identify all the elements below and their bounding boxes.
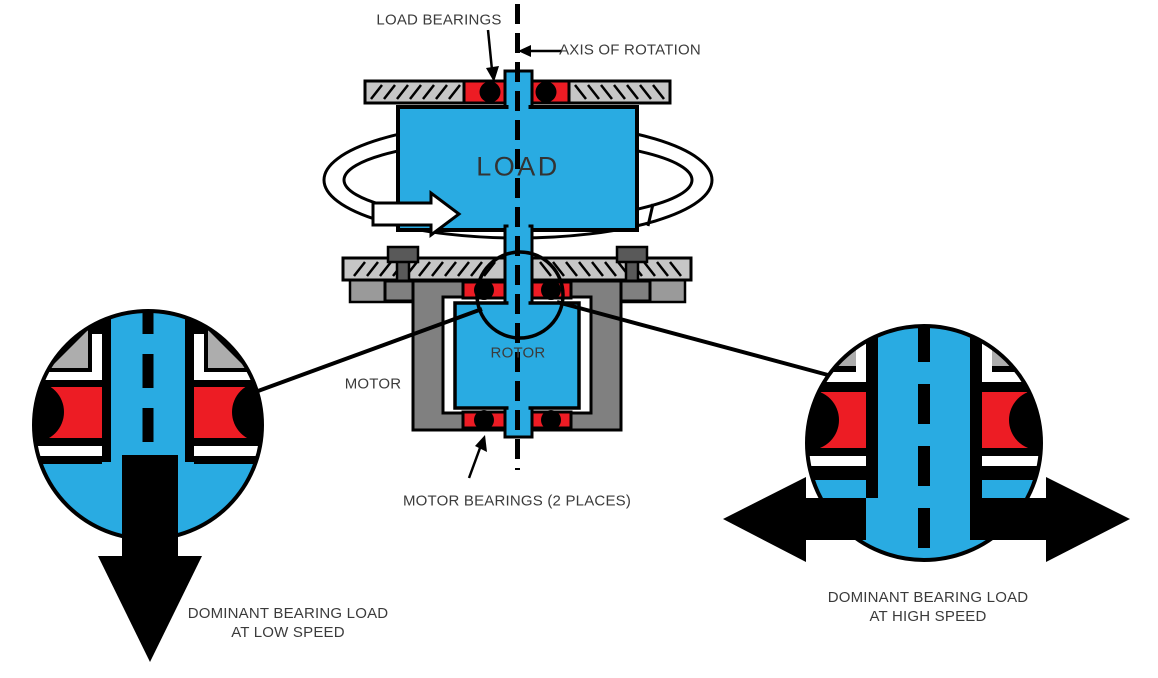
load-bearings-label: LOAD BEARINGS <box>376 11 502 29</box>
axis-of-rotation-arrow <box>518 45 562 57</box>
rotor-label: ROTOR <box>490 344 546 362</box>
low-speed-caption: DOMINANT BEARING LOAD AT LOW SPEED <box>188 604 389 642</box>
mounting-bolt-right <box>615 245 649 298</box>
motor-label: MOTOR <box>344 375 402 393</box>
low-speed-caption-line1: DOMINANT BEARING LOAD <box>187 605 389 622</box>
motor-bearings-arrow <box>467 435 487 479</box>
load-bearings-arrow <box>486 29 499 82</box>
high-speed-caption-line2: AT HIGH SPEED <box>869 608 987 625</box>
detail-ball-right <box>232 382 262 442</box>
high-speed-detail-circle <box>723 324 1130 562</box>
low-speed-caption-line2: AT LOW SPEED <box>231 624 345 641</box>
pointer-line-left <box>257 307 483 393</box>
motor-bearings-label: MOTOR BEARINGS (2 PLACES) <box>402 492 632 510</box>
load-bearing-ball-right <box>535 81 557 103</box>
detail-ball-left <box>34 382 64 442</box>
axis-of-rotation-label: AXIS OF ROTATION <box>559 41 701 59</box>
load-bearing-ball-left <box>479 81 501 103</box>
thrust-load-arrow-down <box>98 455 202 662</box>
load-label: LOAD <box>476 151 560 182</box>
radial-load-arrow-right <box>970 477 1130 562</box>
pointer-line-right <box>556 300 829 377</box>
high-speed-caption-line1: DOMINANT BEARING LOAD <box>827 589 1029 606</box>
rotation-direction-arrow <box>371 190 462 238</box>
radial-load-arrow-left <box>723 477 866 562</box>
high-speed-caption: DOMINANT BEARING LOAD AT HIGH SPEED <box>828 588 1029 626</box>
